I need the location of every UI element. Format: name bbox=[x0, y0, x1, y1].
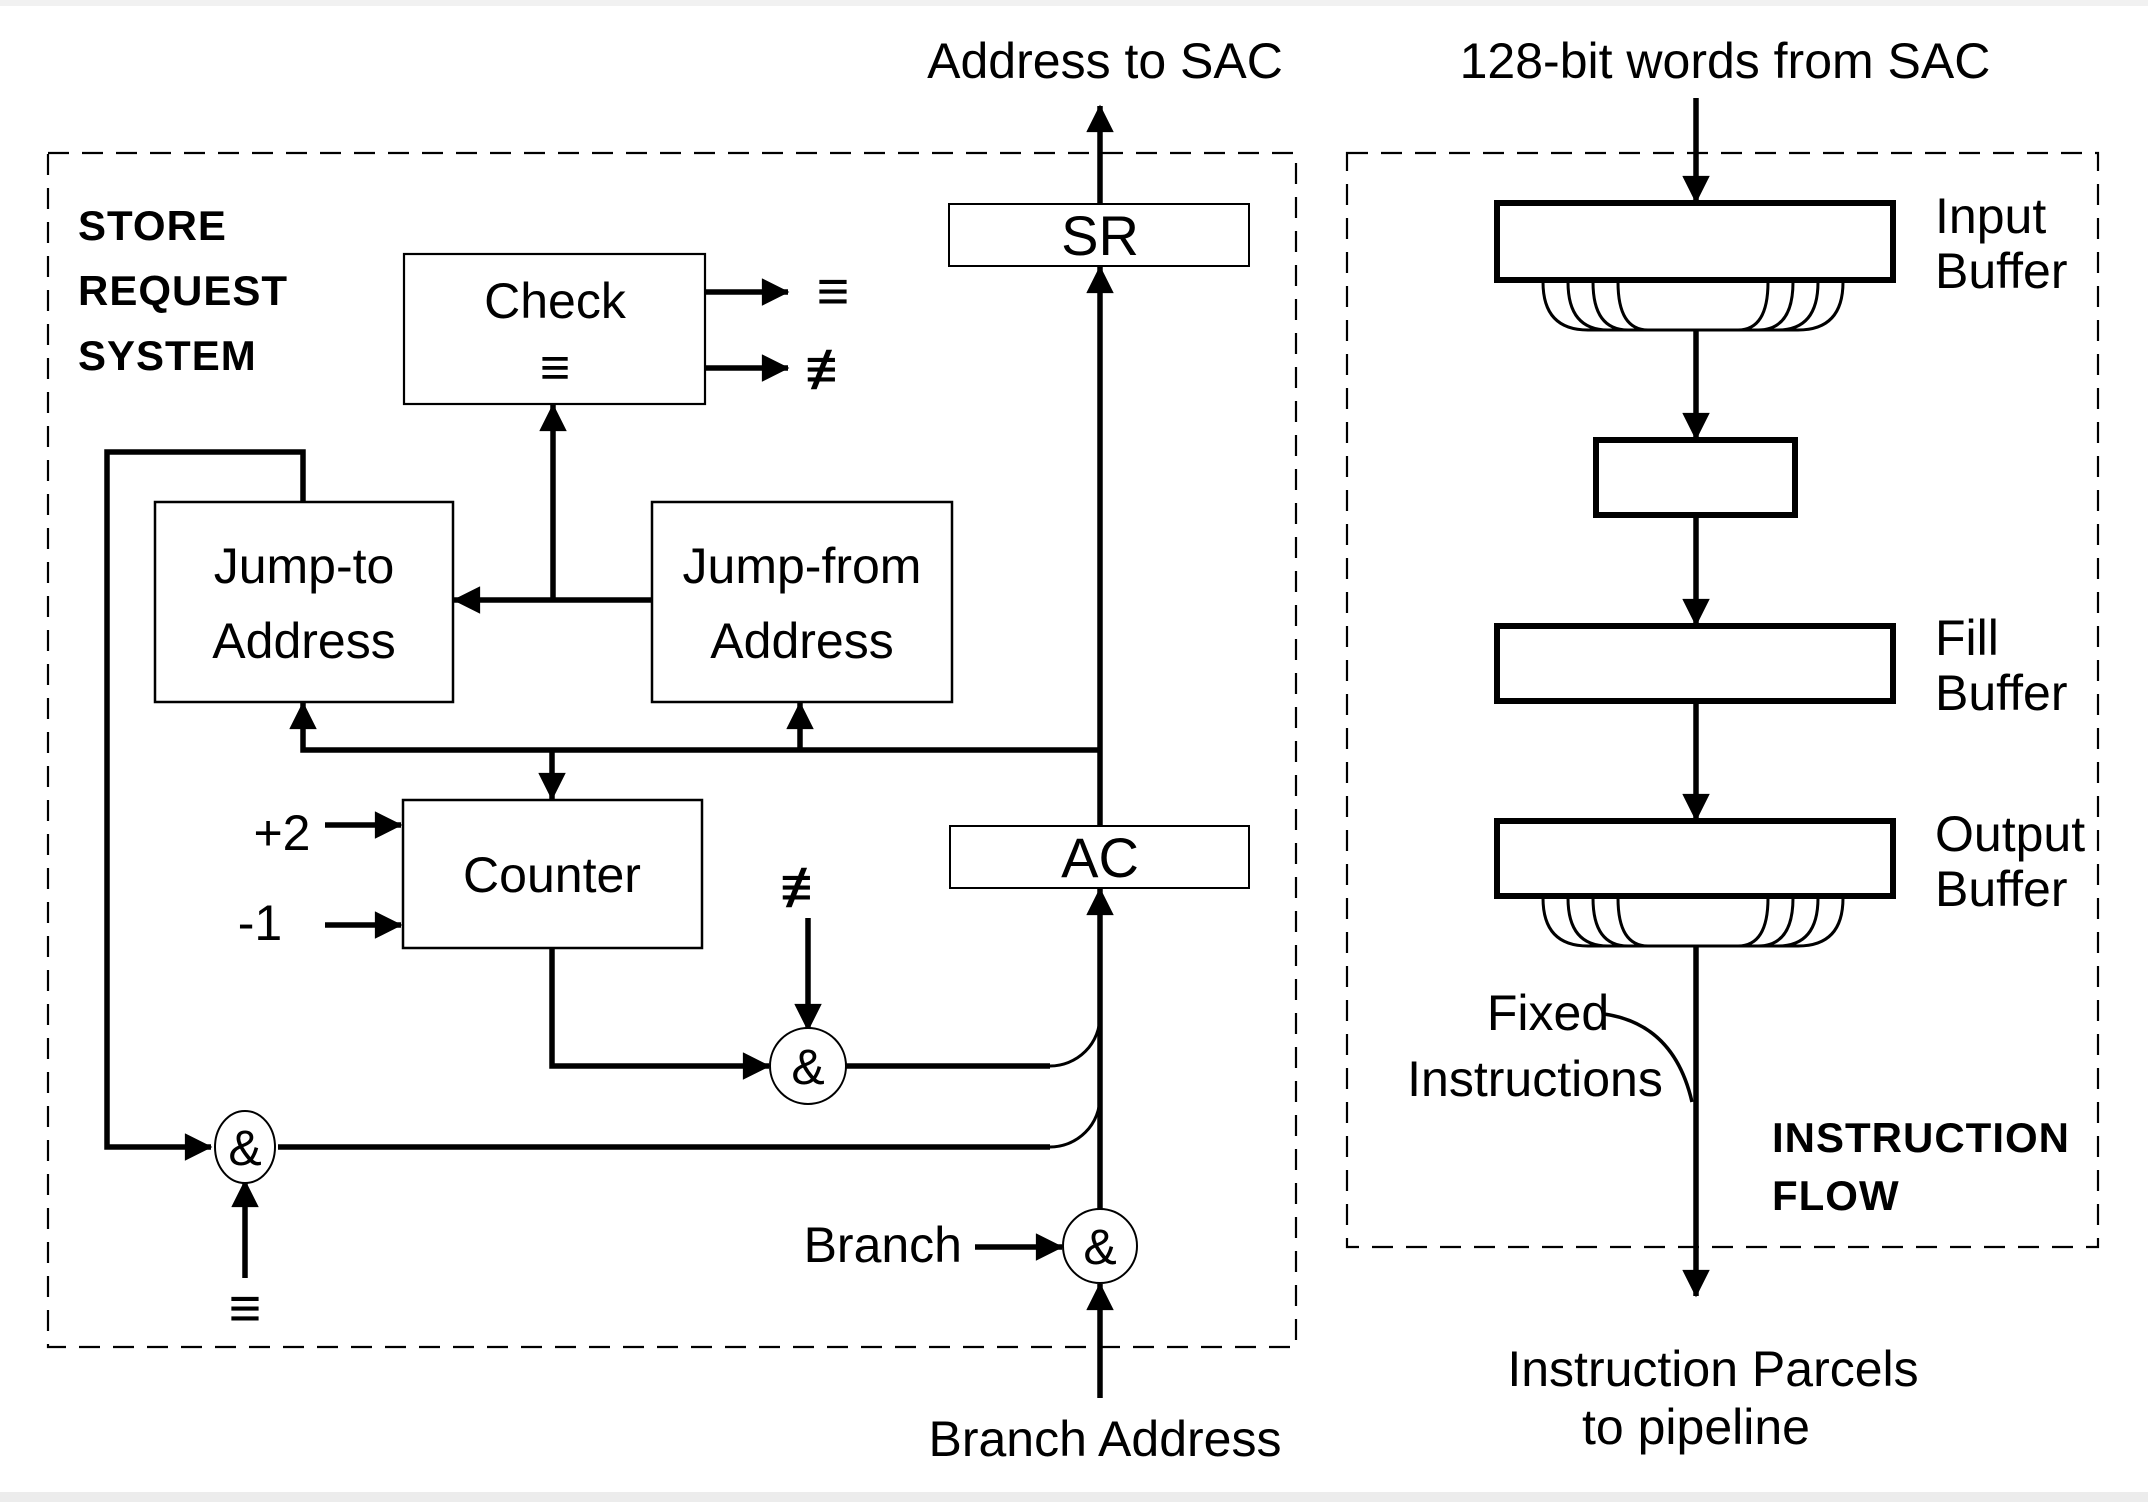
counter-box bbox=[401, 798, 704, 950]
and-gate-counter-circle bbox=[769, 1027, 847, 1105]
address-to-sac-label: Address to SAC bbox=[927, 33, 1283, 89]
input-buffer-label-line1: Input bbox=[1935, 188, 2046, 244]
distribute-to-jump-to-wire bbox=[289, 701, 1100, 753]
and-counter-merge-curve bbox=[1049, 1015, 1102, 1068]
counter-to-and-wire bbox=[549, 948, 771, 1080]
wire-fillets bbox=[1049, 1015, 1102, 1149]
instruction-flow-panel-border bbox=[1345, 151, 2100, 1249]
check-box bbox=[402, 252, 707, 406]
instruction-flow-title-line1: INSTRUCTION bbox=[1772, 1114, 2070, 1161]
and-gate-feedback-label: & bbox=[228, 1120, 261, 1176]
and-gate-feedback-circle bbox=[214, 1110, 276, 1184]
jump-from-label-line1: Jump-from bbox=[683, 538, 922, 594]
jump-to-label-line2: Address bbox=[212, 613, 395, 669]
fixed-instructions-label-line2: Instructions bbox=[1407, 1051, 1663, 1107]
right-panel-text: 128-bit words from SAC Input Buffer Fill… bbox=[1407, 33, 2085, 1455]
left-panel-text: STORE REQUEST SYSTEM Address to SAC Chec… bbox=[78, 33, 1283, 1467]
notequal-input-symbol: ≢ bbox=[780, 855, 836, 918]
instruction-flow-panel bbox=[1345, 98, 2100, 1298]
panel-title-line1: STORE bbox=[78, 202, 227, 249]
jump-from-label-line2: Address bbox=[710, 613, 893, 669]
branch-label: Branch bbox=[804, 1217, 962, 1273]
and-gate-branch-label: & bbox=[1083, 1219, 1116, 1275]
words-from-sac-label: 128-bit words from SAC bbox=[1460, 33, 1991, 89]
and-gate-counter-label: & bbox=[791, 1039, 824, 1095]
store-request-panel-border bbox=[46, 151, 1298, 1349]
fixed-instructions-label-line1: Fixed bbox=[1487, 985, 1609, 1041]
sr-register-label: SR bbox=[1061, 204, 1139, 267]
output-buffer-fan-icon bbox=[1541, 897, 1845, 948]
output-buffer-box bbox=[1494, 818, 1896, 899]
instruction-parcels-label-line1: Instruction Parcels bbox=[1507, 1341, 1918, 1397]
equal-output-symbol: ≡ bbox=[817, 259, 850, 322]
fixed-instructions-pointer-curve bbox=[1603, 1012, 1694, 1103]
equal-input-symbol: ≡ bbox=[229, 1276, 262, 1339]
ac-register bbox=[949, 825, 1250, 889]
panel-title-line3: SYSTEM bbox=[78, 332, 257, 379]
page-edge-top bbox=[0, 0, 2148, 6]
ac-register-label: AC bbox=[1061, 826, 1139, 889]
counter-label: Counter bbox=[463, 847, 641, 903]
fill-buffer-label-line1: Fill bbox=[1935, 610, 1999, 666]
left-panel-wires bbox=[104, 104, 1114, 1398]
and-gate-branch-circle bbox=[1062, 1208, 1138, 1284]
sr-register bbox=[948, 203, 1250, 267]
branch-address-label: Branch Address bbox=[929, 1411, 1282, 1467]
staging-box bbox=[1593, 437, 1798, 518]
output-buffer-label-line2: Buffer bbox=[1935, 861, 2068, 917]
jump-to-box bbox=[153, 500, 455, 704]
check-box-label: Check bbox=[484, 273, 627, 329]
feedback-loop-wire bbox=[104, 449, 306, 1161]
instruction-parcels-label-line2: to pipeline bbox=[1582, 1399, 1810, 1455]
fill-buffer-label-line2: Buffer bbox=[1935, 665, 2068, 721]
input-buffer-box bbox=[1494, 200, 1896, 283]
page-edge-bottom bbox=[0, 1492, 2148, 1502]
panel-title-line2: REQUEST bbox=[78, 267, 288, 314]
and-feedback-merge-curve bbox=[1049, 1096, 1102, 1149]
instruction-flow-title-line2: FLOW bbox=[1772, 1172, 1900, 1219]
notequal-output-symbol: ≢ bbox=[805, 337, 861, 400]
input-buffer-fan-icon bbox=[1541, 281, 1845, 332]
fill-buffer-box bbox=[1494, 623, 1896, 704]
store-request-panel bbox=[46, 104, 1298, 1398]
jump-from-box bbox=[650, 500, 954, 704]
check-box-equiv-symbol: ≡ bbox=[540, 339, 570, 397]
jump-to-label-line1: Jump-to bbox=[214, 538, 395, 594]
input-buffer-label-line2: Buffer bbox=[1935, 243, 2068, 299]
minus1-label: -1 bbox=[238, 895, 282, 951]
output-buffer-label-line1: Output bbox=[1935, 806, 2085, 862]
plus2-label: +2 bbox=[253, 805, 310, 861]
